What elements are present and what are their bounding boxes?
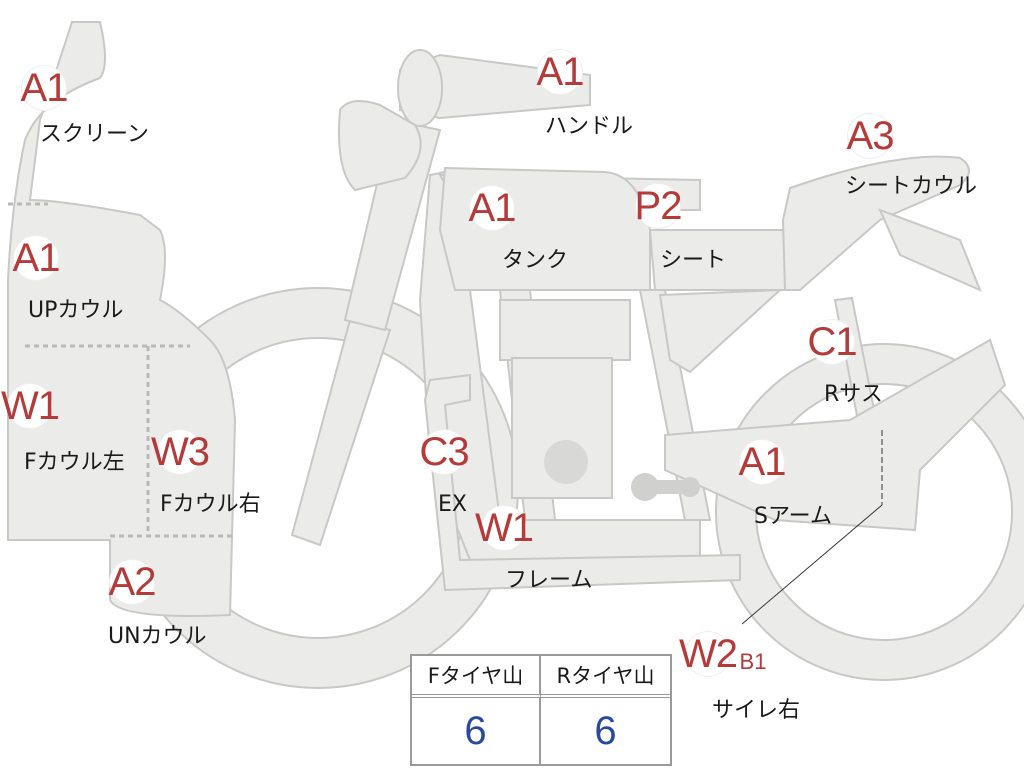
r-suspension-label: Rサス (824, 382, 883, 407)
rear-tire-header: Rタイヤ山 (541, 656, 670, 698)
tank-grade-badge: A1 (468, 186, 517, 230)
engine (499, 299, 631, 499)
handle-label: ハンドル (545, 114, 634, 139)
seat-grade-code: P2 (634, 184, 683, 228)
under-cowl-grade-badge: A2 (108, 560, 157, 604)
frame-label: フレーム (505, 568, 593, 593)
footpeg (631, 473, 700, 501)
screen-grade-code: A1 (20, 66, 69, 110)
exhaust-pipe (423, 373, 741, 592)
under-cowl-grade-code: A2 (108, 560, 157, 604)
exhaust-label: EX (438, 492, 467, 517)
muffler-right-subgrade-code: B1 (739, 649, 767, 674)
swing-arm-label: Sアーム (754, 504, 832, 529)
muffler-right-grade-badge: W2 (679, 632, 738, 676)
seat-label: シート (660, 248, 727, 273)
muffler-right-subgrade-badge: B1 (736, 645, 770, 679)
f-cowl-right-grade-code: W3 (151, 430, 210, 474)
muffler-right-grade-code: W2 (679, 632, 738, 676)
handle-grade-code: A1 (536, 50, 585, 94)
seat-cowl (781, 155, 982, 292)
tank-label: タンク (502, 248, 569, 273)
f-cowl-left-label: Fカウル左 (24, 450, 125, 475)
exhaust-grade-code: C3 (419, 430, 469, 474)
seat-cowl-label: シートカウル (845, 174, 978, 199)
front-tire-header: Fタイヤ山 (412, 656, 541, 698)
tire-tread-table: Fタイヤ山 Rタイヤ山 6 6 (410, 654, 672, 766)
f-cowl-left-grade-badge: W1 (1, 384, 60, 428)
handle-grade-badge: A1 (536, 50, 585, 94)
muffler-leader (741, 430, 883, 625)
seat-grade-badge: P2 (634, 184, 683, 228)
swing-arm-grade-badge: A1 (738, 440, 787, 484)
swing-arm (664, 338, 1007, 532)
seat-cowl-grade-code: A3 (846, 114, 895, 158)
seat-cowl-grade-badge: A3 (846, 114, 895, 158)
up-cowl-grade-code: A1 (12, 236, 61, 280)
rear-tire-value: 6 (594, 708, 617, 753)
front-tire-value: 6 (412, 698, 541, 764)
frame-grade-code: W1 (475, 506, 534, 550)
screen-label: スクリーン (40, 122, 149, 147)
muffler-right-label: サイレ右 (712, 698, 801, 723)
f-cowl-right-label: Fカウル右 (160, 492, 261, 517)
seat (648, 229, 786, 374)
up-cowl-label: UPカウル (28, 298, 124, 323)
f-cowl-right-grade-badge: W3 (151, 430, 210, 474)
swing-arm-grade-code: A1 (738, 440, 787, 484)
mirror (338, 100, 422, 192)
tank-grade-code: A1 (468, 186, 517, 230)
under-cowl-label: UNカウル (108, 624, 207, 649)
r-suspension-grade-badge: C1 (807, 320, 858, 364)
f-cowl-left-grade-code: W1 (1, 384, 60, 428)
front-fork (290, 118, 442, 547)
exhaust-grade-badge: C3 (419, 430, 470, 474)
screen-grade-badge: A1 (20, 66, 69, 110)
frame-grade-badge: W1 (475, 506, 534, 550)
r-suspension-grade-code: C1 (807, 320, 857, 364)
up-cowl-grade-badge: A1 (12, 236, 61, 280)
